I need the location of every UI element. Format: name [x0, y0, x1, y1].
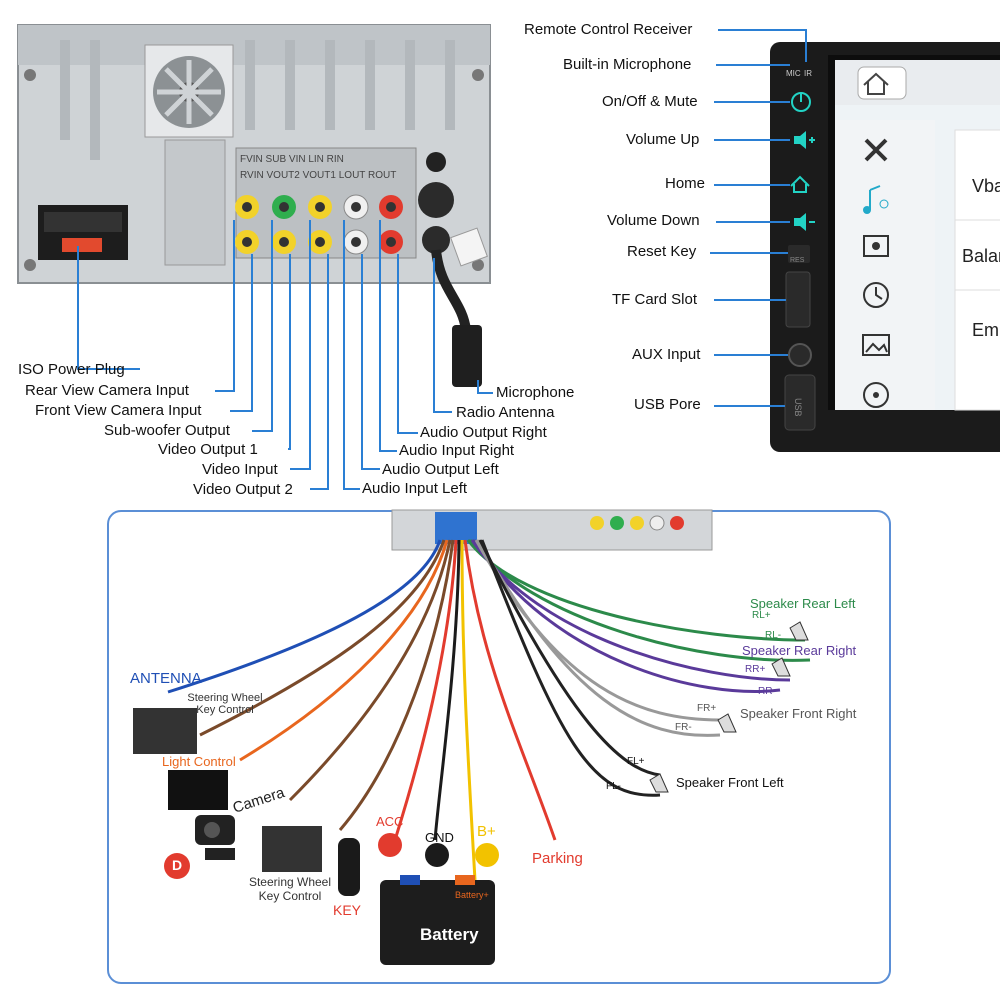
subwoofer-output-label: Sub-woofer Output: [104, 422, 230, 439]
remote-control-receiver-label: Remote Control Receiver: [524, 21, 693, 38]
video-input-label: Video Input: [202, 461, 278, 478]
rr-plus-label: RR+: [745, 664, 766, 675]
builtin-microphone-label: Built-in Microphone: [563, 56, 692, 73]
light-control-label: Light Control: [162, 754, 236, 769]
audio-input-left-label: Audio Input Left: [362, 480, 468, 497]
rear-view-camera-input-label: Rear View Camera Input: [25, 382, 189, 399]
fr-plus-label: FR+: [697, 703, 717, 714]
on-off-mute-label: On/Off & Mute: [602, 93, 698, 110]
battery-label: Battery: [420, 925, 479, 944]
reset-key-label: Reset Key: [627, 243, 697, 260]
ground-icon: [425, 843, 449, 867]
menu-vbar-text: Vba: [972, 176, 1000, 196]
aux-jack: [788, 343, 812, 367]
antenna-label: ANTENNA: [130, 670, 202, 687]
volume-up-label: Volume Up: [626, 131, 700, 148]
rca-jacks: [235, 194, 403, 255]
menu-balance-text: Balan: [962, 246, 1000, 266]
tf-card-slot-label: TF Card Slot: [612, 291, 698, 308]
acc-label: ACC: [376, 814, 404, 829]
key-label: KEY: [333, 902, 362, 918]
mic-mark: MIC: [786, 69, 801, 78]
usb-port: [784, 374, 816, 431]
steering-wheel-photo-2: [262, 826, 322, 872]
ir-mark: IR: [804, 69, 812, 78]
volume-up-icon: [794, 131, 815, 149]
cooling-fan-icon: [144, 44, 234, 266]
picture-icon: [862, 334, 890, 356]
microphone-label: Microphone: [496, 384, 575, 401]
home-label: Home: [665, 175, 706, 192]
fl-plus-label: FL+: [627, 756, 645, 767]
speaker-rear-left-label: Speaker Rear Left: [750, 596, 856, 611]
res-mark: RES: [790, 257, 805, 264]
clock-icon: [863, 282, 889, 308]
radio-antenna-label: Radio Antenna: [456, 404, 555, 421]
d-badge: [164, 853, 190, 879]
steering-wheel-photo-1: [133, 708, 197, 754]
d-badge-label: D: [172, 857, 183, 873]
power-button-icon: [791, 92, 811, 112]
steering-wheel-key-control-label-1: Steering Wheel Key Control: [187, 692, 263, 716]
acc-icon: [378, 833, 402, 857]
speaker-rear-right-label: Speaker Rear Right: [742, 643, 857, 658]
battery-plus-label: Battery+: [455, 890, 489, 900]
rear-leader-lines: [77, 220, 493, 490]
audio-output-right-label: Audio Output Right: [420, 424, 547, 441]
fl-minus-label: FL-: [606, 781, 621, 792]
volume-down-icon: [794, 213, 815, 231]
tv-settings-icon: [863, 235, 889, 257]
video-output-2-label: Video Output 2: [193, 481, 293, 498]
reset-key: [788, 245, 810, 263]
front-panel: [770, 42, 1000, 452]
key-fob-icon: [338, 838, 360, 896]
usb-mark: USB: [793, 398, 803, 417]
harness-wires: [167, 539, 811, 881]
gnd-label: GND: [425, 830, 454, 845]
wiring-panel: [107, 510, 891, 984]
speaker-front-right-label: Speaker Front Right: [740, 706, 857, 721]
light-control-photo: [168, 770, 228, 810]
steering-wheel-key-control-label-2: Steering Wheel Key Control: [248, 875, 332, 903]
home-icon: [863, 72, 889, 95]
front-view-camera-input-label: Front View Camera Input: [35, 402, 202, 419]
b-plus-label: B+: [477, 823, 496, 840]
aux-input-label: AUX Input: [632, 346, 701, 363]
camera-icon: [195, 815, 235, 860]
rl-plus-label: RL+: [752, 610, 771, 621]
video-output-1-label: Video Output 1: [158, 441, 258, 458]
audio-input-right-label: Audio Input Right: [399, 442, 515, 459]
b-plus-icon: [475, 843, 499, 867]
rl-minus-label: RL-: [765, 630, 782, 641]
speaker-icons: [649, 621, 809, 793]
rr-minus-label: RR-: [758, 686, 776, 697]
rca-top-labels: FVIN SUB VIN LIN RIN: [240, 154, 344, 165]
home-button-icon: [790, 175, 810, 193]
battery-icon: [380, 875, 495, 965]
iso-power-plug-label: ISO Power Plug: [18, 361, 125, 378]
rca-bottom-labels: RVIN VOUT2 VOUT1 LOUT ROUT: [240, 170, 396, 181]
microphone-cable: [431, 249, 482, 387]
tools-icon: [864, 138, 888, 162]
front-leader-lines: [710, 29, 807, 407]
volume-down-label: Volume Down: [607, 212, 700, 229]
iso-power-plug: [38, 205, 128, 260]
fr-minus-label: FR-: [675, 722, 692, 733]
speaker-front-left-label: Speaker Front Left: [676, 775, 784, 790]
menu-em-text: Em: [972, 320, 999, 340]
antenna-socket: [418, 152, 488, 267]
steering-wheel-icon: [863, 382, 889, 408]
usb-pore-label: USB Pore: [634, 396, 701, 413]
audio-output-left-label: Audio Output Left: [382, 461, 499, 478]
music-settings-icon: [863, 185, 889, 214]
parking-label: Parking: [532, 850, 583, 867]
